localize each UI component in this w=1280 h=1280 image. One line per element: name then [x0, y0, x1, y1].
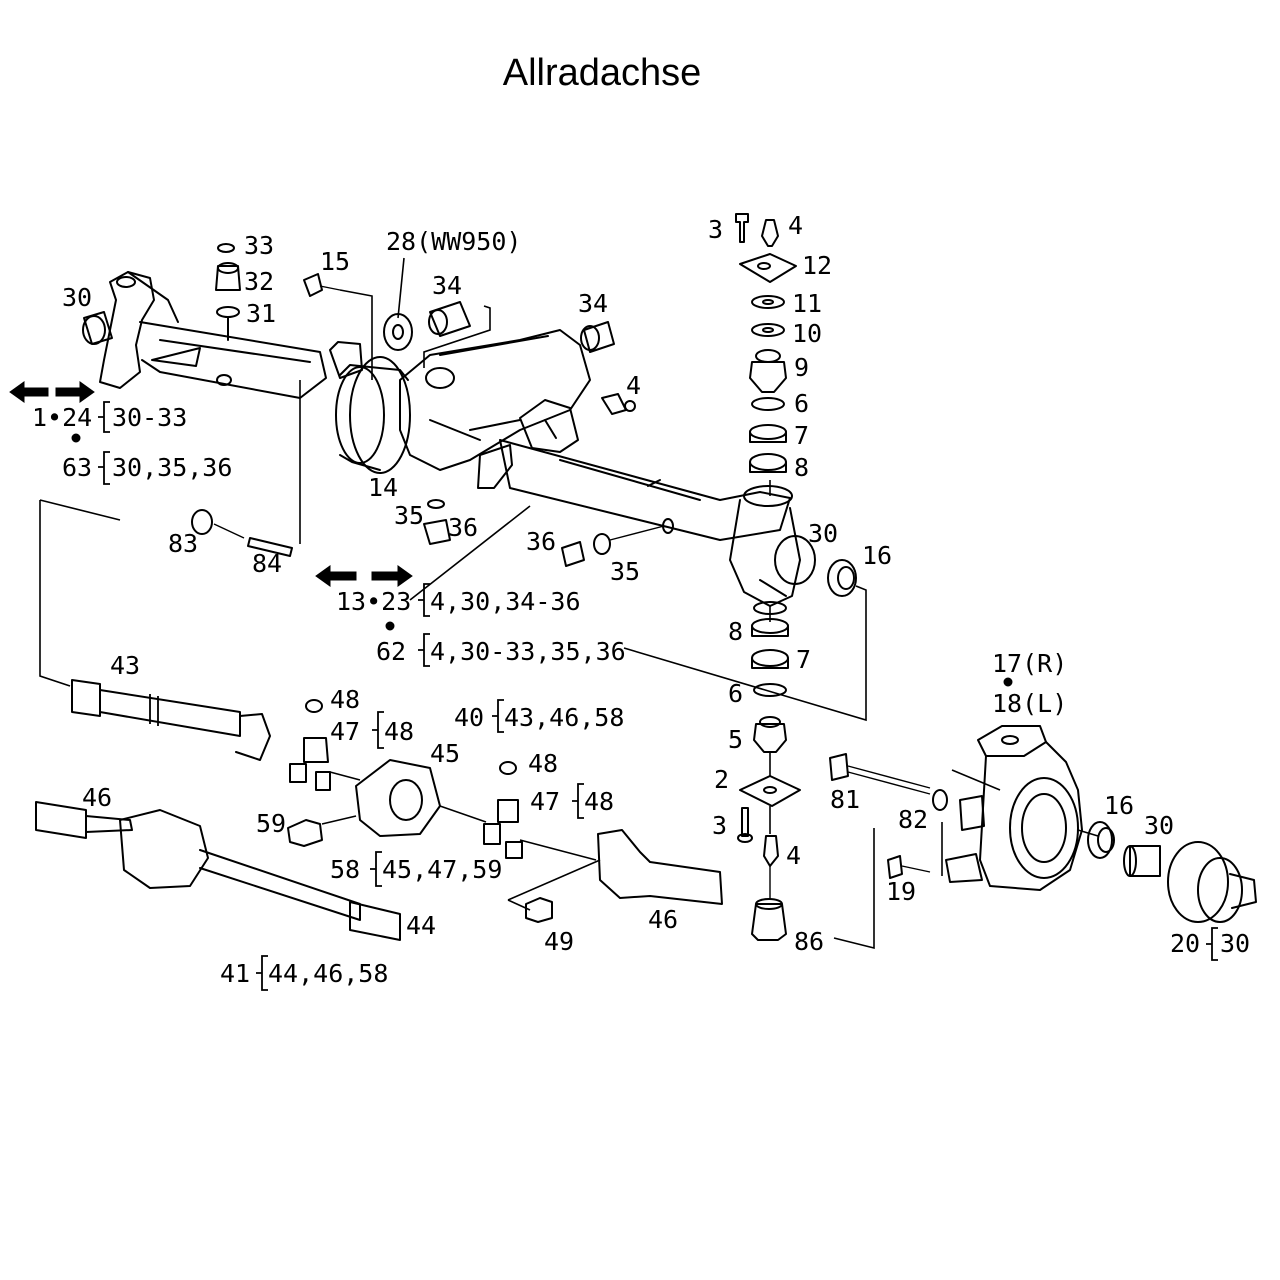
label-9: 9 — [794, 353, 809, 382]
label-28: 28(WW950) — [386, 227, 521, 256]
label-10: 10 — [792, 319, 822, 348]
group-41-list: 44,46,58 — [268, 959, 388, 988]
group-47-label: 47 — [530, 787, 560, 816]
label-83: 83 — [168, 529, 198, 558]
label-34: 34 — [578, 289, 608, 318]
label-82: 82 — [898, 805, 928, 834]
label-48: 48 — [330, 685, 360, 714]
label-15: 15 — [320, 247, 350, 276]
label-46: 46 — [82, 783, 112, 812]
leader-lines — [39, 257, 1099, 950]
group-62-label: 62 — [376, 637, 406, 666]
label-33: 33 — [244, 231, 274, 260]
bushings-mid-right — [191, 499, 857, 597]
label-30: 30 — [808, 519, 838, 548]
group-62-list: 4,30-33,35,36 — [430, 637, 626, 666]
label-35: 35 — [394, 501, 424, 530]
label-84: 84 — [252, 549, 282, 578]
label-8: 8 — [728, 617, 743, 646]
bullet-dot — [71, 433, 81, 443]
label-43: 43 — [110, 651, 140, 680]
label-3: 3 — [712, 811, 727, 840]
group-1-24-list: 30-33 — [112, 403, 187, 432]
hardware-top-left — [82, 243, 636, 415]
label-6: 6 — [794, 389, 809, 418]
label-11: 11 — [792, 289, 822, 318]
arrow-left-icon — [315, 565, 357, 587]
label-4: 4 — [786, 841, 801, 870]
group-40-label: 40 — [454, 703, 484, 732]
axle-housing — [99, 271, 816, 615]
drive-shafts — [35, 679, 723, 941]
diagram-title: Allradachse — [502, 52, 702, 94]
label-36: 36 — [526, 527, 556, 556]
label-6: 6 — [728, 679, 743, 708]
group-58-list: 45,47,59 — [382, 855, 502, 884]
label-18-l: 18(L) — [992, 689, 1067, 718]
direction-arrows — [9, 381, 1013, 687]
label-2: 2 — [714, 765, 729, 794]
label-8: 8 — [794, 453, 809, 482]
kingpin-stack-lower — [737, 618, 801, 941]
label-5: 5 — [728, 725, 743, 754]
group-47-list: 48 — [584, 787, 614, 816]
label-30: 30 — [1144, 811, 1174, 840]
arrow-right-icon — [55, 381, 95, 403]
label-30: 30 — [62, 283, 92, 312]
part-labels: 33 32 31 30 15 28(WW950) 34 34 4 3 4 12 … — [32, 211, 1250, 988]
group-63-label: 63 — [62, 453, 92, 482]
label-12: 12 — [802, 251, 832, 280]
kingpin-stack-upper — [735, 213, 797, 473]
label-36: 36 — [448, 513, 478, 542]
arrow-left-icon — [9, 381, 49, 403]
group-brackets — [98, 401, 1218, 991]
label-45: 45 — [430, 739, 460, 768]
label-14: 14 — [368, 473, 398, 502]
label-86: 86 — [794, 927, 824, 956]
group-13-23-label: 13•23 — [336, 587, 411, 616]
label-7: 7 — [796, 645, 811, 674]
label-4: 4 — [626, 371, 641, 400]
label-46: 46 — [648, 905, 678, 934]
label-81: 81 — [830, 785, 860, 814]
group-58-label: 58 — [330, 855, 360, 884]
label-4: 4 — [788, 211, 803, 240]
bullet-dot — [1003, 677, 1013, 687]
group-20-list: 30 — [1220, 929, 1250, 958]
group-47-list: 48 — [384, 717, 414, 746]
group-40-list: 43,46,58 — [504, 703, 624, 732]
arrow-right-icon — [371, 565, 413, 587]
label-34: 34 — [432, 271, 462, 300]
label-59: 59 — [256, 809, 286, 838]
label-44: 44 — [406, 911, 436, 940]
label-16: 16 — [1104, 791, 1134, 820]
label-49: 49 — [544, 927, 574, 956]
label-48: 48 — [528, 749, 558, 778]
group-41-label: 41 — [220, 959, 250, 988]
group-47-label: 47 — [330, 717, 360, 746]
label-31: 31 — [246, 299, 276, 328]
label-7: 7 — [794, 421, 809, 450]
group-20-label: 20 — [1170, 929, 1200, 958]
label-3: 3 — [708, 215, 723, 244]
steering-knuckle — [829, 725, 1257, 923]
label-19: 19 — [886, 877, 916, 906]
group-13-23-list: 4,30,34-36 — [430, 587, 581, 616]
label-32: 32 — [244, 267, 274, 296]
bullet-dot — [385, 621, 395, 631]
group-63-list: 30,35,36 — [112, 453, 232, 482]
group-1-24-label: 1•24 — [32, 403, 92, 432]
label-17-r: 17(R) — [992, 649, 1067, 678]
label-16: 16 — [862, 541, 892, 570]
label-35: 35 — [610, 557, 640, 586]
